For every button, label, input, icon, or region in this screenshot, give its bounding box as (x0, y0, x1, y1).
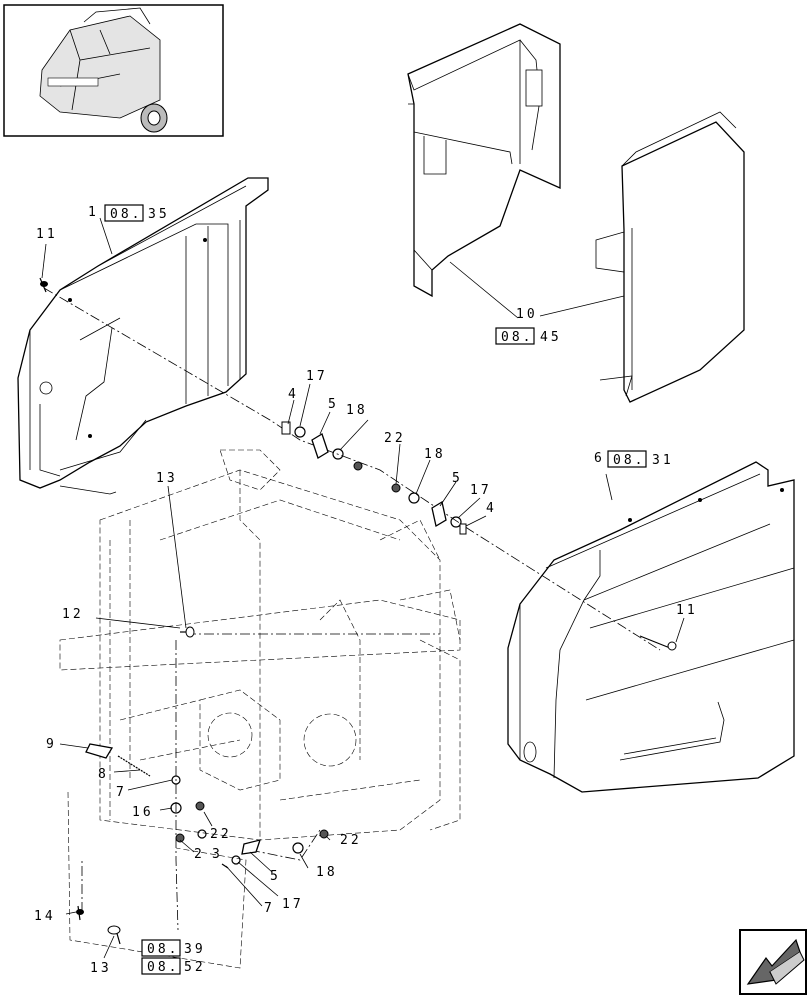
callout-18: 18 (424, 447, 446, 462)
callout-7: 7 (116, 785, 127, 800)
hardware-parts (39, 277, 677, 945)
ref-num-13b: 52 (184, 960, 206, 975)
leader-lines (41, 217, 685, 959)
next-page-arrow-icon[interactable] (739, 929, 807, 995)
assembly-lines (43, 287, 661, 931)
callouts: 1 11 4 17 5 18 22 18 5 17 4 10 6 11 13 1… (34, 205, 698, 976)
left-side-shield-panel (17, 177, 269, 495)
callout-4: 4 (486, 501, 497, 516)
callout-22: 22 (384, 431, 406, 446)
callout-10: 10 (516, 307, 538, 322)
callout-18: 18 (316, 865, 338, 880)
callout-22: 22 (210, 827, 232, 842)
baler-thumbnail (3, 4, 224, 137)
ref-num-1: 35 (148, 207, 170, 222)
callout-3: 3 (212, 847, 223, 862)
upper-rear-shield-frame (407, 23, 745, 403)
ref-num-13a: 39 (184, 942, 206, 957)
callout-14: 14 (34, 909, 56, 924)
baler-frame-phantom (59, 449, 461, 841)
callout-13: 13 (156, 471, 178, 486)
ref-box-13a: 08. (147, 942, 179, 957)
section-references: 08. 35 08. 45 08. 31 08. 39 08. 52 (104, 204, 674, 975)
callout-1: 1 (88, 205, 99, 220)
callout-17: 17 (306, 369, 328, 384)
callout-11: 11 (36, 227, 58, 242)
callout-5: 5 (452, 471, 463, 486)
callout-17: 17 (282, 897, 304, 912)
lower-rear-panel (67, 791, 247, 969)
callout-13: 13 (90, 961, 112, 976)
ref-box-1: 08. (110, 207, 142, 222)
ref-box-13b: 08. (147, 960, 179, 975)
ref-box-6: 08. (613, 453, 645, 468)
callout-7: 7 (264, 901, 275, 916)
callout-6: 6 (594, 451, 605, 466)
callout-18: 18 (346, 403, 368, 418)
callout-11: 11 (676, 603, 698, 618)
ref-box-10: 08. (501, 330, 533, 345)
callout-9: 9 (46, 737, 57, 752)
callout-2: 2 (194, 847, 205, 862)
callout-12: 12 (62, 607, 84, 622)
callout-5: 5 (270, 869, 281, 884)
callout-4: 4 (288, 387, 299, 402)
right-side-shield-panel (507, 461, 795, 793)
callout-8: 8 (98, 767, 109, 782)
callout-17: 17 (470, 483, 492, 498)
callout-16: 16 (132, 805, 154, 820)
ref-num-6: 31 (652, 453, 674, 468)
callout-5: 5 (328, 397, 339, 412)
callout-22: 22 (340, 833, 362, 848)
ref-num-10: 45 (540, 330, 562, 345)
